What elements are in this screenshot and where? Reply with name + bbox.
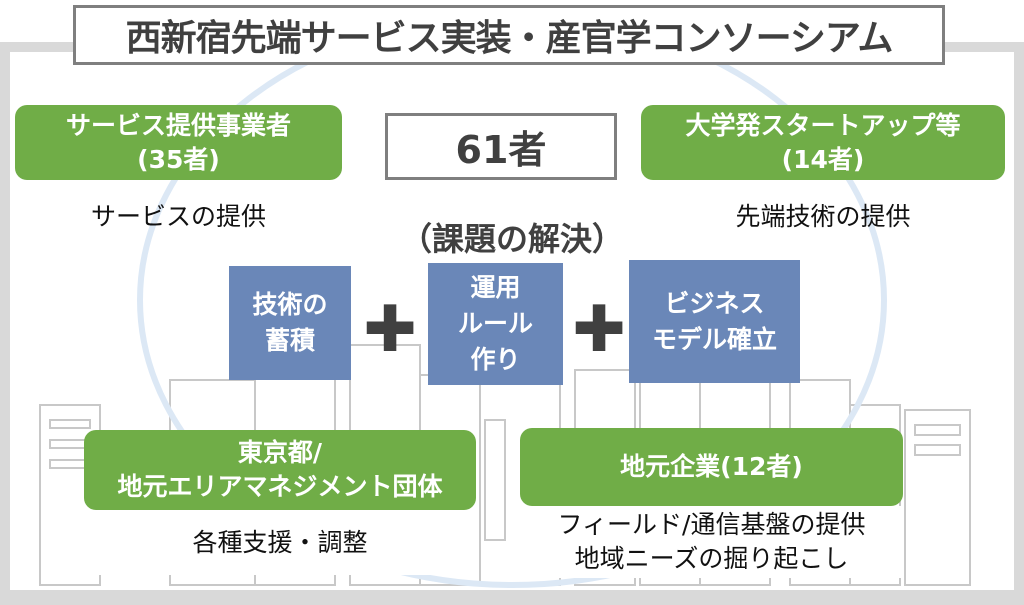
- solution-rules: 運用 ルール 作り: [428, 263, 563, 385]
- local-company-name: 地元企業(12者): [620, 452, 803, 481]
- startup-box: 大学発スタートアップ等 (14者): [641, 105, 1005, 180]
- total-count: 61者: [385, 113, 617, 180]
- page-title: 西新宿先端サービス実装・産官学コンソーシアム: [73, 5, 945, 65]
- solution-business-model: ビジネス モデル確立: [629, 260, 800, 383]
- local-role-line2: 地域ニーズの掘り起こし: [574, 544, 849, 573]
- local-company-role: フィールド/通信基盤の提供 地域ニーズの掘り起こし: [520, 506, 903, 578]
- solution-text: 運用: [470, 273, 521, 302]
- tokyo-name-line1: 東京都/: [237, 438, 323, 467]
- solution-text: 作り: [470, 345, 521, 374]
- service-provider-count: (35者): [137, 144, 220, 174]
- tokyo-name-line2: 地元エリアマネジメント団体: [117, 472, 443, 501]
- startup-name: 大学発スタートアップ等: [685, 110, 961, 140]
- solution-text: モデル確立: [651, 324, 777, 354]
- local-role-line1: フィールド/通信基盤の提供: [557, 510, 866, 539]
- plus-icon: ✚: [572, 293, 626, 367]
- solution-text: 技術の: [252, 290, 328, 319]
- solution-text: 蓄積: [264, 326, 315, 355]
- solution-text: ルール: [457, 309, 533, 338]
- startup-role: 先端技術の提供: [735, 202, 911, 231]
- service-provider-role: サービスの提供: [90, 202, 266, 231]
- tokyo-box: 東京都/ 地元エリアマネジメント団体: [84, 430, 476, 510]
- plus-icon: ✚: [363, 293, 417, 367]
- service-provider-box: サービス提供事業者 (35者): [15, 105, 342, 180]
- solution-technology: 技術の 蓄積: [229, 266, 351, 380]
- service-provider-name: サービス提供事業者: [65, 110, 291, 140]
- startup-count: (14者): [781, 144, 865, 174]
- local-company-box: 地元企業(12者): [520, 428, 903, 506]
- tokyo-role: 各種支援・調整: [84, 510, 476, 575]
- tokyo-role-text: 各種支援・調整: [192, 527, 368, 557]
- issue-heading: （課題の解決）: [399, 220, 624, 258]
- solution-text: ビジネス: [664, 288, 765, 318]
